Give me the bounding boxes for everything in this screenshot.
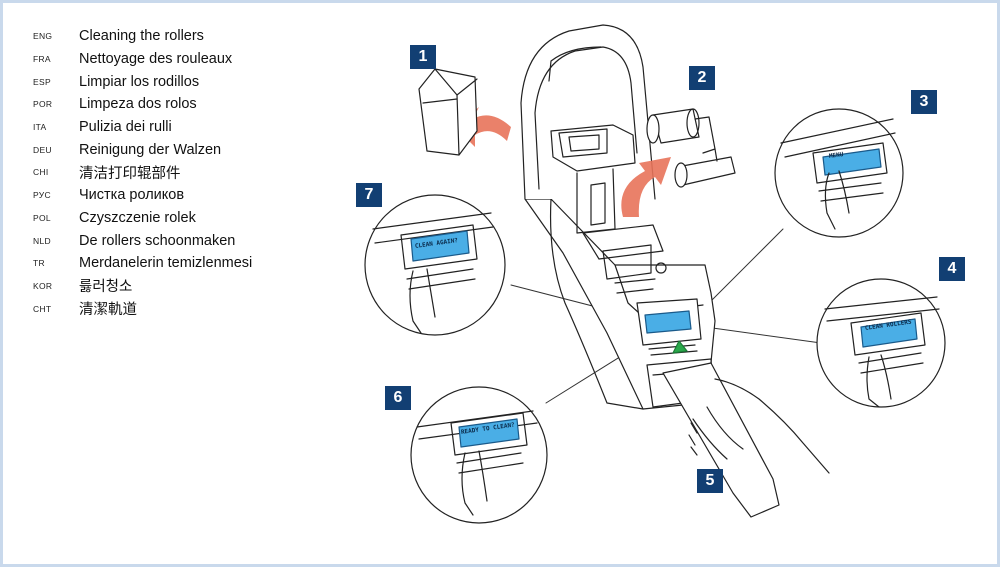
step-badge-1: 1: [410, 45, 436, 69]
language-row: POR Limpeza dos rolos: [33, 93, 252, 116]
remove-ribbon-arrow: [621, 157, 671, 217]
hand-with-cleaning-card: [662, 362, 830, 518]
printer-cleaning-diagram: [364, 24, 946, 524]
language-title: Limpeza dos rolos: [79, 96, 197, 113]
language-title: Limpiar los rodillos: [79, 73, 200, 90]
step-badge-4: 4: [939, 257, 965, 281]
language-title: 清洁打印辊部件: [79, 165, 181, 182]
language-row: CHI 清洁打印辊部件: [33, 161, 252, 184]
language-row: TR Merdanelerin temizlenmesi: [33, 252, 252, 275]
language-row: CHT 清潔軌道: [33, 297, 252, 320]
language-code: TR: [33, 258, 45, 269]
language-code: POL: [33, 212, 51, 223]
callout-step-3: [774, 108, 904, 238]
language-code: DEU: [33, 144, 52, 155]
language-title: 清潔軌道: [79, 302, 137, 319]
language-code: CHI: [33, 167, 49, 178]
language-row: ENG Cleaning the rollers: [33, 25, 252, 48]
step-badge-3: 3: [911, 90, 937, 114]
language-title: 릃러청소: [79, 279, 133, 296]
instruction-page: ENG Cleaning the rollers FRA Nettoyage des…: [3, 3, 997, 564]
language-code: РУС: [33, 190, 51, 201]
callout-step-7: [364, 194, 506, 336]
step-badge-2: 2: [689, 66, 715, 90]
language-code: CHT: [33, 303, 52, 314]
language-title: Czyszczenie rolek: [79, 209, 196, 226]
language-title: Cleaning the rollers: [79, 28, 204, 45]
language-row: РУС Чистка роликов: [33, 184, 252, 207]
card-printer: [520, 24, 716, 410]
step-badge-7: 7: [356, 183, 382, 207]
language-title: Merdanelerin temizlenmesi: [79, 255, 253, 272]
language-code: ESP: [33, 76, 51, 87]
card-insert-arrow: [672, 340, 688, 354]
language-title: Чистка роликов: [79, 187, 185, 204]
language-code: NLD: [33, 235, 51, 246]
printer-lcd-screen: [644, 310, 692, 334]
language-code: POR: [33, 99, 53, 110]
language-title: Nettoyage des rouleaux: [79, 51, 233, 68]
language-row: NLD De rollers schoonmaken: [33, 229, 252, 252]
language-code: KOR: [33, 280, 53, 291]
language-list: ENG Cleaning the rollers FRA Nettoyage des…: [33, 25, 252, 320]
language-code: ENG: [33, 31, 53, 42]
callout-step-4: [816, 278, 946, 408]
removed-cleaning-cover: [418, 68, 478, 156]
step-badge-5: 5: [697, 469, 723, 493]
callout-step-6: [410, 386, 548, 524]
language-row: ESP Limpiar los rodillos: [33, 70, 252, 93]
language-row: ITA Pulizia dei rulli: [33, 116, 252, 139]
language-code: ITA: [33, 122, 47, 133]
language-title: Pulizia dei rulli: [79, 119, 172, 136]
language-code: FRA: [33, 54, 51, 65]
step-badge-6: 6: [385, 386, 411, 410]
language-title: Reinigung der Walzen: [79, 141, 222, 158]
language-row: POL Czyszczenie rolek: [33, 207, 252, 230]
language-row: DEU Reinigung der Walzen: [33, 138, 252, 161]
ribbon-cartridge: [646, 108, 736, 188]
language-row: FRA Nettoyage des rouleaux: [33, 48, 252, 71]
language-title: De rollers schoonmaken: [79, 232, 236, 249]
language-row: KOR 릃러청소: [33, 275, 252, 298]
